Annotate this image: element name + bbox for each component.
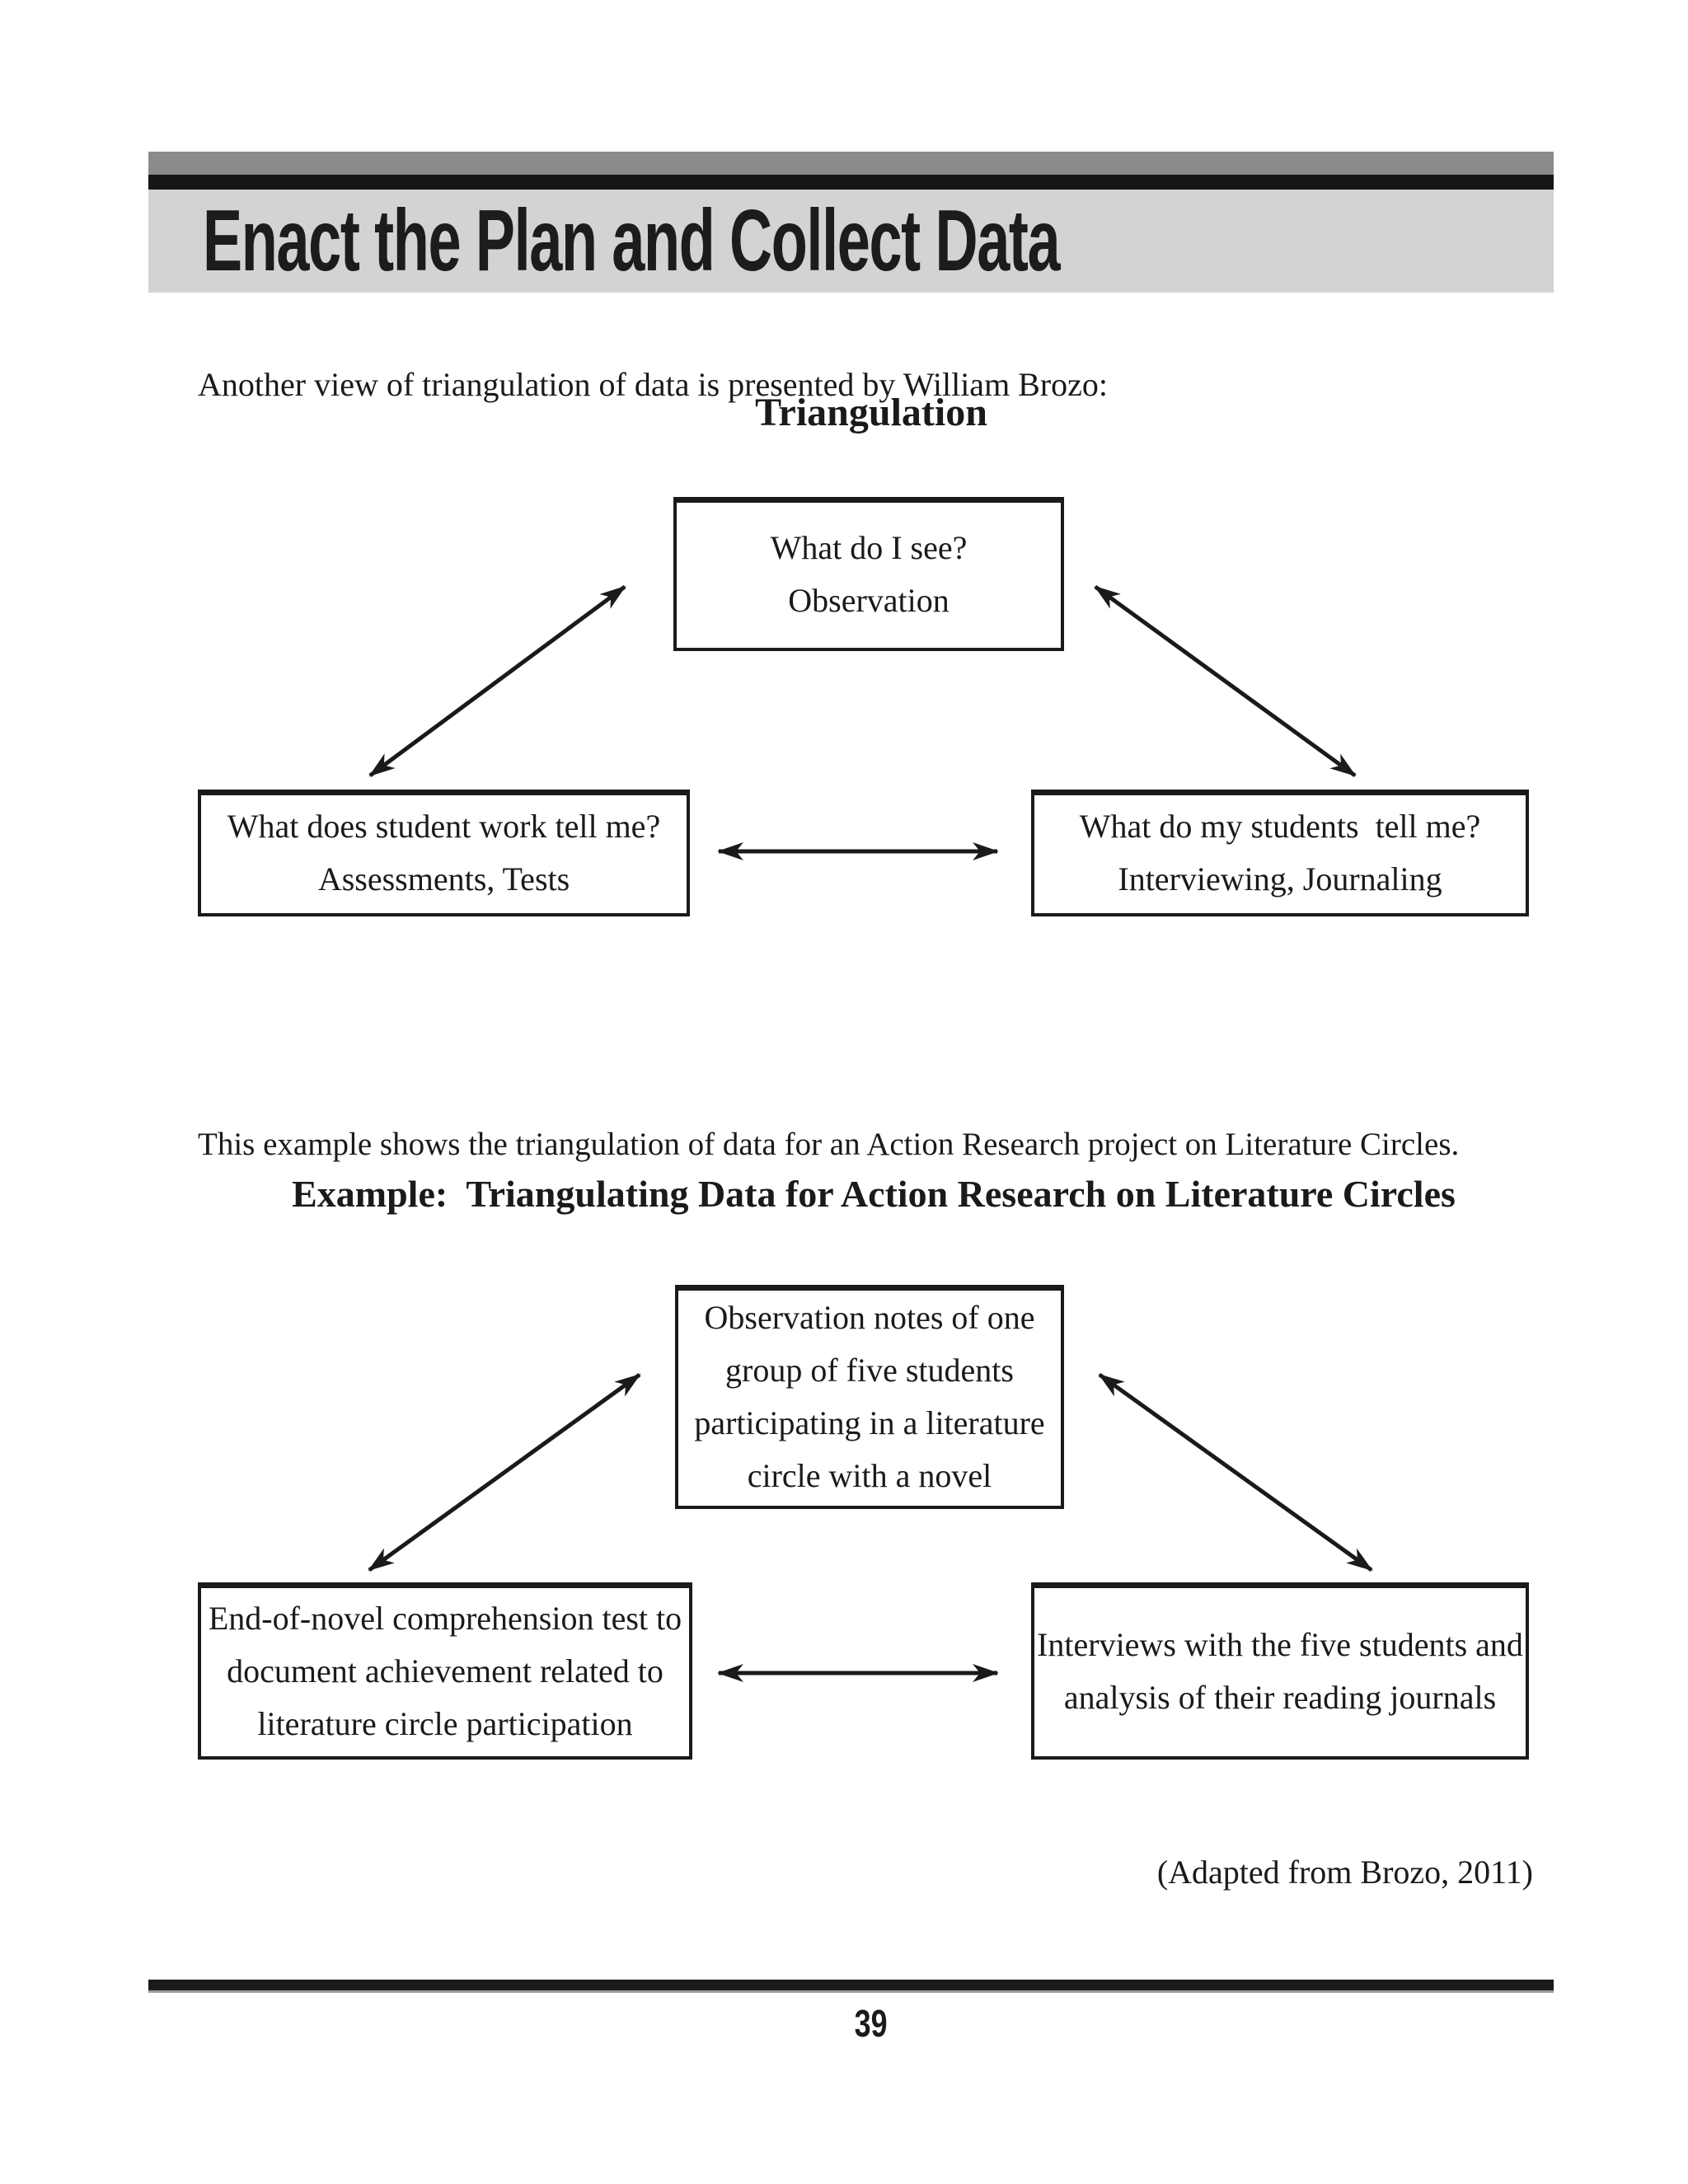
diagram2-right-double-arrow — [1098, 1372, 1373, 1572]
diagram1-left-box-text: What does student work tell me? Assessme… — [227, 808, 661, 898]
header-gray-bar — [148, 152, 1554, 175]
diagram1-top-box-text: What do I see? Observation — [770, 528, 968, 619]
header-banner: Enact the Plan and Collect Data — [148, 190, 1554, 293]
diagram2-top-box-text: Observation notes of one group of five s… — [694, 1299, 1045, 1494]
diagram2-right-box: Interviews with the five students and an… — [1031, 1582, 1529, 1760]
intro-text-triangulation: Another view of triangulation of data is… — [198, 366, 1109, 403]
credit-line: (Adapted from Brozo, 2011) — [1156, 1854, 1533, 1891]
diagram2-right-box-text: Interviews with the five students and an… — [1037, 1625, 1523, 1716]
diagram2-left-box-text: End-of-novel comprehension test to docum… — [208, 1599, 682, 1742]
page-number: 39 — [855, 2002, 888, 2045]
diagram1-heading: Triangulation — [755, 391, 987, 434]
diagram1-right-box: What do my students tell me? Interviewin… — [1031, 790, 1529, 916]
header-black-bar — [148, 175, 1554, 190]
diagram1-right-box-text: What do my students tell me? Interviewin… — [1079, 808, 1481, 898]
diagram2-top-box: Observation notes of one group of five s… — [675, 1285, 1064, 1509]
footer-rule — [148, 1980, 1554, 1990]
page-title: Enact the Plan and Collect Data — [203, 192, 1061, 289]
diagram2-left-box: End-of-novel comprehension test to docum… — [198, 1582, 692, 1760]
footer-rule-shadow — [148, 1990, 1554, 1993]
diagram1-top-box: What do I see? Observation — [673, 497, 1064, 651]
diagram1-right-double-arrow — [1094, 584, 1357, 778]
diagram2-heading: Example: Triangulating Data for Action R… — [292, 1173, 1456, 1215]
diagram1-left-double-arrow — [368, 584, 626, 778]
diagram1-left-box: What does student work tell me? Assessme… — [198, 790, 690, 916]
diagram2-left-double-arrow — [368, 1372, 641, 1572]
intro-text-example: This example shows the triangulation of … — [198, 1127, 1460, 1162]
